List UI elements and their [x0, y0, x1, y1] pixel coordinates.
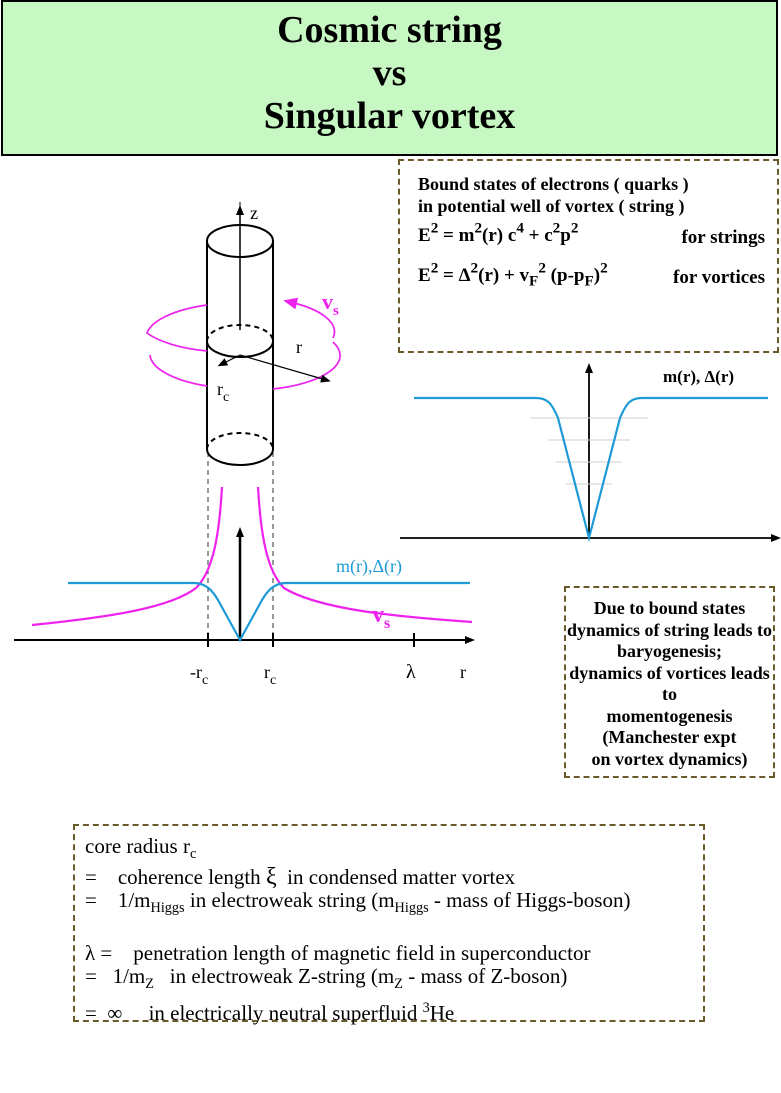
r-label: r [296, 337, 302, 357]
m-delta-label-right: m(r), Δ(r) [663, 367, 734, 386]
string-equation-suffix: for strings [681, 227, 765, 248]
bound-states-line-1: Bound states of electrons ( quarks ) [418, 174, 689, 194]
penetration-line: λ = penetration length of magnetic field… [85, 941, 591, 966]
r-axis-label: r [460, 662, 466, 682]
vs-curve-left [31, 486, 224, 627]
z-boson-line: = 1/mZ in electroweak Z-string (mZ - mas… [85, 964, 568, 993]
mass-profile-well [414, 396, 768, 543]
bound-states-box: Bound states of electrons ( quarks ) in … [398, 159, 779, 353]
title-line-2: vs [372, 52, 407, 94]
radius-arrows [217, 354, 331, 383]
m-delta-label-main: m(r),Δ(r) [336, 556, 402, 577]
dynamics-line: dynamics of vortices leads to [569, 662, 770, 705]
dynamics-line: (Manchester expt [602, 727, 737, 747]
rc-label: rc [217, 379, 229, 405]
bound-states-line-2: in potential well of vortex ( string ) [418, 196, 685, 216]
title-line-1: Cosmic string [277, 9, 502, 51]
vs-bottom-label: vs [372, 602, 390, 632]
dynamics-line: on vortex dynamics) [591, 748, 748, 769]
dynamics-line: baryogenesis; [617, 641, 722, 661]
vs-curve-right [256, 486, 473, 624]
dynamics-line: momentogenesis [606, 705, 733, 726]
r-axis-ticks [207, 633, 415, 647]
core-guides [207, 452, 274, 642]
bound-state-levels [530, 417, 648, 485]
dynamics-box: Due to bound states dynamics of string l… [564, 586, 775, 778]
vortex-cylinder [206, 224, 274, 466]
title-line-3: Singular vortex [263, 95, 516, 137]
core-radius-line: core radius rc [85, 834, 197, 863]
vortex-equation: E2 = Δ2(r) + vF2 (p-pF)2 for vortices [418, 259, 765, 290]
dynamics-line: dynamics of string leads to [566, 619, 772, 640]
coherence-line: = coherence length ξ in condensed matter… [85, 864, 516, 891]
string-equation: E2 = m2(r) c4 + c2p2 for strings [418, 219, 765, 248]
pos-rc-label: rc [264, 662, 276, 688]
lambda-label: λ [406, 661, 416, 683]
superflow-ring [145, 297, 341, 390]
title-banner: Cosmic string vs Singular vortex [1, 0, 778, 156]
vortex-equation-suffix: for vortices [673, 267, 765, 288]
z-axis-label: z [250, 203, 258, 223]
dynamics-line: Due to bound states [593, 598, 746, 618]
neg-rc-label: -rc [190, 662, 208, 688]
mass-profile-main [68, 581, 470, 643]
vs-top-label: vs [322, 289, 339, 319]
superfluid-line: = ∞ in electrically neutral superfluid 3… [85, 999, 455, 1025]
higgs-line: = 1/mHiggs in electroweak string (mHiggs… [85, 888, 631, 917]
definitions-box: core radius rc = coherence length ξ in c… [73, 824, 705, 1025]
